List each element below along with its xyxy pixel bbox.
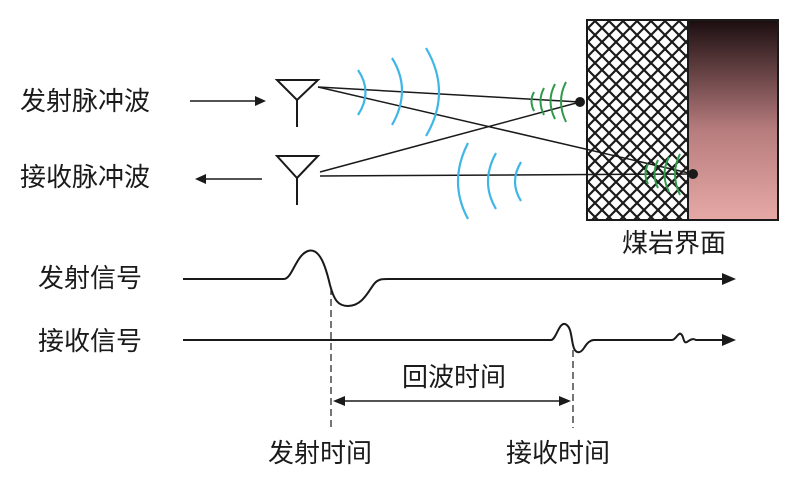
transmit-time-label: 发射时间	[268, 439, 372, 469]
receive-antenna-icon	[274, 155, 321, 205]
echo-arcs-rock	[644, 153, 681, 196]
reflection-point-coal	[575, 97, 585, 107]
transmit-pulse-label: 发射脉冲波	[20, 87, 150, 117]
coal-layer	[587, 20, 688, 220]
transmit-wavefronts	[357, 47, 441, 137]
coal-rock-interface-label: 煤岩界面	[622, 229, 726, 259]
transmit-signal-label: 发射信号	[38, 264, 142, 294]
rock-layer	[688, 20, 778, 220]
receive-pulse-label: 接收脉冲波	[20, 163, 150, 193]
transmit-signal-trace	[183, 249, 736, 308]
receive-signal-trace	[183, 322, 736, 354]
block-outline	[586, 19, 779, 221]
echo-time-label: 回波时间	[402, 363, 506, 393]
transmit-arrow	[190, 96, 266, 106]
echo-arcs-coal	[530, 81, 567, 123]
transmit-antenna-icon	[274, 79, 321, 127]
receive-signal-label: 接收信号	[38, 327, 142, 357]
receive-arrow	[195, 174, 262, 184]
receive-time-label: 接收时间	[506, 439, 610, 469]
echo-time-span	[333, 396, 571, 406]
reflection-point-rock	[688, 169, 698, 179]
ray-paths	[317, 86, 694, 177]
coal-rock-block	[586, 19, 779, 221]
receive-wavefronts	[456, 142, 522, 220]
